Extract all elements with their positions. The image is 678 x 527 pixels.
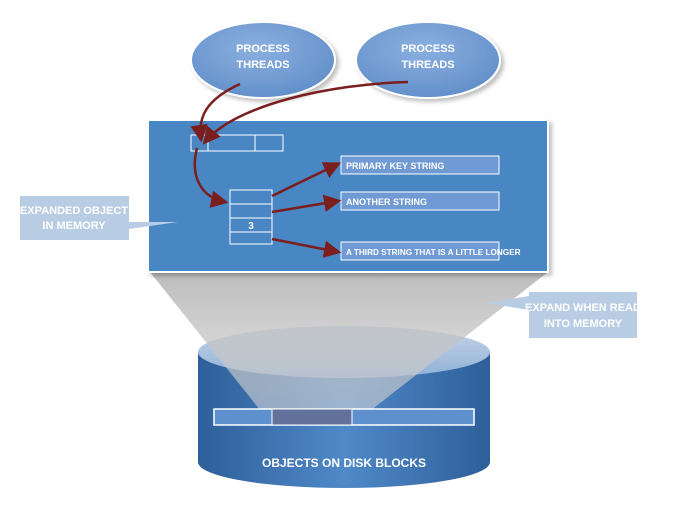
callout-expand-when-read [486,292,637,338]
process-thread-1 [190,21,336,99]
pointer-array [190,134,284,152]
callout-expand-line2: INTO MEMORY [544,318,623,330]
callout-expanded-line1: EXPANDED OBJECT [20,205,128,217]
thread-2-line2: THREADS [401,59,454,71]
string-arrows [271,162,342,258]
thread-2-line1: PROCESS [401,43,455,55]
string-box-1: PRIMARY KEY STRING [340,155,500,175]
arrow-array-to-object [193,147,229,208]
thread-1-line1: PROCESS [236,43,290,55]
arrow-to-string-3 [271,237,342,258]
callout-expanded-line2: IN MEMORY [42,220,106,232]
disk-block-strip [213,408,475,426]
arrow-thread-2-to-array [202,80,409,145]
string-box-2: ANOTHER STRING [340,191,500,211]
process-thread-2 [355,21,501,99]
string-box-3: A THIRD STRING THAT IS A LITTLE LONGER [340,241,521,261]
expansion-beam [150,272,548,425]
string-1-label: PRIMARY KEY STRING [346,161,444,171]
thread-arrows [190,80,409,208]
arrow-thread-1-to-array [190,82,241,143]
arrow-to-string-2 [271,194,342,214]
callout-expand-line1: EXPAND WHEN READ [525,302,641,314]
disk-label: OBJECTS ON DISK BLOCKS [262,456,426,470]
arrow-to-string-1 [271,162,342,198]
thread-1-line2: THREADS [236,59,289,71]
object-record [229,189,273,245]
object-value: 3 [248,221,254,232]
callout-expanded-object [20,196,178,240]
string-2-label: ANOTHER STRING [346,197,427,207]
string-3-label: A THIRD STRING THAT IS A LITTLE LONGER [346,248,521,257]
highlighted-disk-block [271,408,353,426]
